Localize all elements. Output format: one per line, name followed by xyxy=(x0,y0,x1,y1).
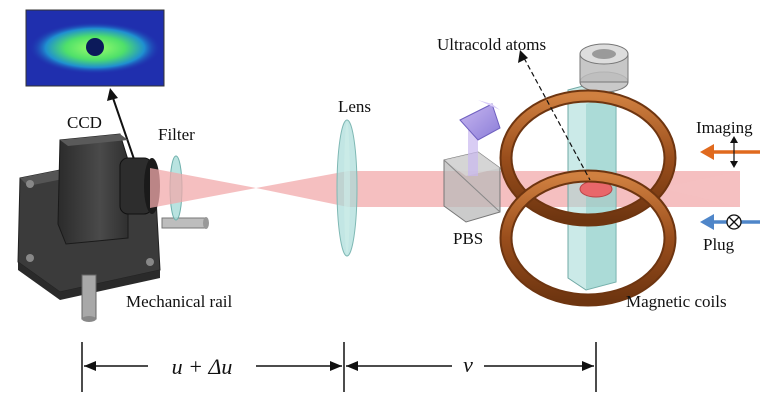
plug-label: Plug xyxy=(703,235,735,254)
lens-label: Lens xyxy=(338,97,371,116)
ccd-image-inset xyxy=(25,9,165,87)
imaging-label: Imaging xyxy=(696,118,753,137)
filter-label: Filter xyxy=(158,125,195,144)
dimension-markers xyxy=(81,342,597,392)
prism xyxy=(459,100,501,141)
pbs-cube xyxy=(443,118,501,223)
dimension-arrowheads xyxy=(84,361,594,371)
plug-beam-arrow xyxy=(700,214,760,230)
ccd-label: CCD xyxy=(67,113,102,132)
ultracold-atoms-label: Ultracold atoms xyxy=(437,35,546,54)
lens xyxy=(336,119,358,257)
magnetic-coils-label: Magnetic coils xyxy=(626,292,727,311)
pbs-label: PBS xyxy=(453,229,483,248)
mechanical-rail-label: Mechanical rail xyxy=(126,292,232,311)
glass-cell xyxy=(567,43,629,291)
ccd-to-image-arrow xyxy=(107,88,136,163)
image-distance-label: v xyxy=(463,352,473,377)
ultracold-atoms-pointer xyxy=(518,50,591,181)
magnetic-coils xyxy=(499,89,677,307)
imaging-beam-arrow xyxy=(700,136,760,168)
object-distance-label: u + Δu xyxy=(172,354,233,379)
